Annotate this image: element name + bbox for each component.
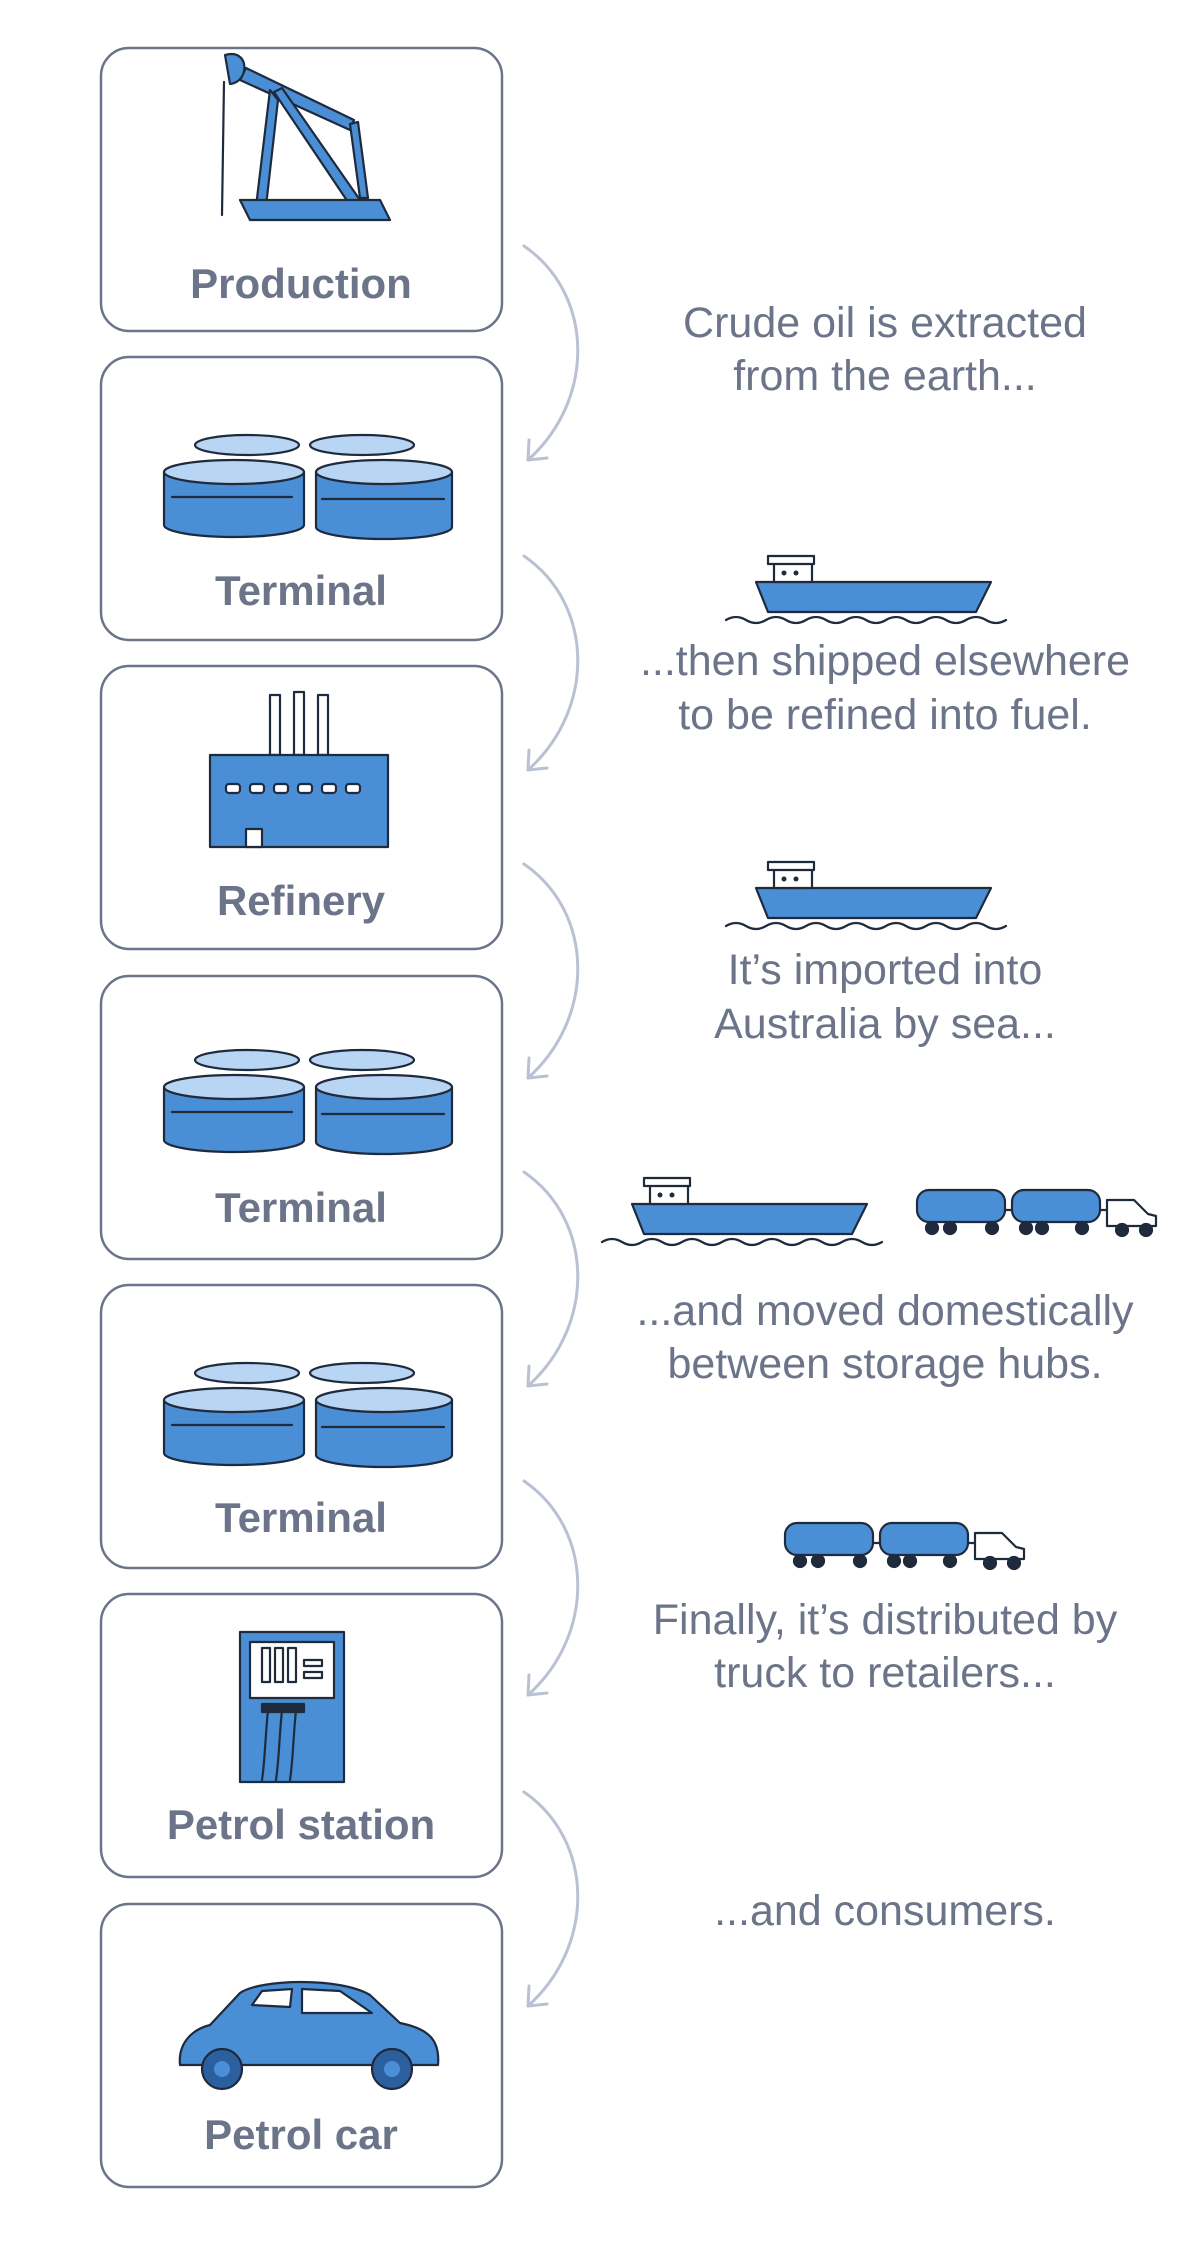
- step-extraction-text: Crude oil is extracted from the earth...: [683, 299, 1087, 400]
- stage-refinery: Refinery: [99, 664, 504, 951]
- stage-label: Terminal: [215, 567, 387, 614]
- stage-label: Terminal: [215, 1494, 387, 1541]
- step-text-line: Crude oil is extracted: [683, 299, 1087, 347]
- ship-icon: [600, 1176, 884, 1247]
- step-refining-text: ...then shipped elsewhere to be refined …: [640, 637, 1130, 739]
- step-text-line: ...then shipped elsewhere: [640, 637, 1130, 685]
- stage-production: Production: [99, 46, 504, 333]
- step-distribution-text: Finally, it’s distributed by truck to re…: [653, 1596, 1118, 1697]
- step-text-line: ...and moved domestically: [636, 1287, 1134, 1335]
- flow-arrow-6: [522, 1790, 580, 2008]
- step-text-line: ...and consumers.: [714, 1887, 1056, 1935]
- stage-label: Terminal: [215, 1184, 387, 1231]
- step-text-line: to be refined into fuel.: [678, 691, 1092, 739]
- step-import-text: It’s imported into Australia by sea...: [714, 946, 1056, 1048]
- flow-arrow-1: [522, 244, 580, 462]
- road-train-icon: [915, 1188, 1158, 1238]
- flow-arrow-5: [522, 1479, 580, 1697]
- flow-arrow-4: [522, 1170, 580, 1388]
- step-text-line: Australia by sea...: [714, 1000, 1056, 1048]
- ship-icon: [724, 860, 1008, 931]
- stage-box: [99, 46, 504, 333]
- flow-arrow-3: [522, 862, 580, 1080]
- fuel-pump-icon: [238, 1630, 346, 1784]
- stage-petrol-car: Petrol car: [99, 1902, 504, 2189]
- step-text-line: from the earth...: [733, 352, 1037, 400]
- ship-icon: [724, 554, 1008, 625]
- stage-label: Production: [190, 260, 412, 307]
- step-consumers-text: ...and consumers.: [714, 1887, 1056, 1935]
- step-text-line: It’s imported into: [728, 946, 1043, 994]
- stage-terminal-1: Terminal: [99, 355, 504, 642]
- flow-arrow-2: [522, 554, 580, 772]
- stage-petrol-station: Petrol station: [99, 1592, 504, 1879]
- step-domestic-text: ...and moved domestically between storag…: [636, 1287, 1134, 1388]
- stage-terminal-3: Terminal: [99, 1283, 504, 1570]
- stage-terminal-2: Terminal: [99, 974, 504, 1261]
- step-text-line: between storage hubs.: [667, 1340, 1102, 1388]
- step-text-line: Finally, it’s distributed by: [653, 1596, 1118, 1644]
- stage-label: Petrol car: [204, 2111, 398, 2158]
- stage-label: Refinery: [217, 877, 386, 924]
- stage-label: Petrol station: [167, 1801, 435, 1848]
- step-text-line: truck to retailers...: [714, 1649, 1056, 1697]
- road-train-icon: [783, 1521, 1026, 1571]
